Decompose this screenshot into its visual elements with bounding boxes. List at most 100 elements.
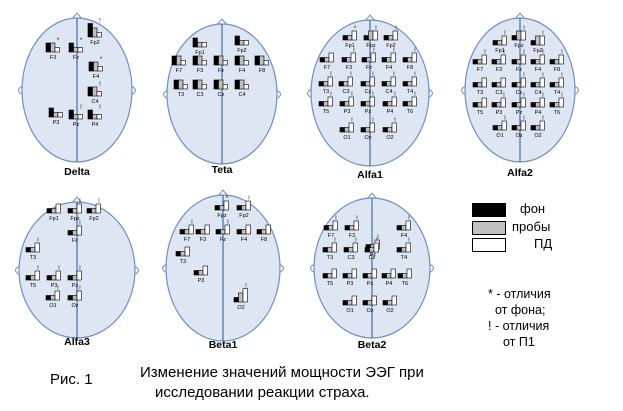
bar-background <box>342 300 348 306</box>
bar-pd <box>201 60 207 66</box>
nose <box>364 14 376 22</box>
electrode-label: O1 <box>49 303 56 309</box>
electrode-t3: !T3 <box>322 238 337 261</box>
note-star-line2: от фона; <box>495 303 546 317</box>
bar-trial <box>241 205 247 211</box>
bar-trial <box>386 57 392 63</box>
nose <box>216 18 228 26</box>
electrode-label: P3 <box>198 278 205 284</box>
significance-mark: ! <box>523 116 525 122</box>
significance-mark: ! <box>372 72 374 78</box>
bar-background <box>363 35 369 41</box>
bar-trial <box>365 81 371 87</box>
bar-background <box>344 225 350 231</box>
bar-trial <box>348 247 354 253</box>
electrode-label: F7 <box>324 65 330 71</box>
bar-trial <box>259 55 265 66</box>
electrode-label: O2 <box>237 305 244 311</box>
head-title: Alfa1 <box>357 169 383 181</box>
electrode-pz: ! Pz <box>360 92 375 115</box>
bar-background <box>46 275 52 281</box>
bar-background <box>213 79 219 90</box>
electrode-c3: C3 <box>491 77 506 96</box>
bar-background <box>530 82 536 88</box>
bar-trial <box>178 79 184 90</box>
bar-pd <box>520 54 526 65</box>
bar-trial <box>535 125 541 131</box>
bar-trial <box>387 300 393 306</box>
significance-mark: ! <box>80 105 82 111</box>
electrode-label: Fp2 <box>239 213 248 219</box>
significance-mark: * <box>354 26 357 32</box>
bar-pd <box>539 54 545 65</box>
bar-background <box>322 247 328 253</box>
electrode-label: Fz <box>366 65 372 71</box>
electrode-f8: !F8 <box>402 48 417 71</box>
bar-trial <box>51 275 57 281</box>
bar-trial <box>386 81 392 87</box>
significance-mark: ! <box>355 238 357 244</box>
significance-mark: ! <box>523 26 525 32</box>
electrode-o1: O1 <box>342 295 357 314</box>
bar-background <box>88 61 94 72</box>
electrode-label: Fp1 <box>49 216 58 222</box>
bar-trial <box>535 35 541 46</box>
bar-pd <box>539 120 545 131</box>
significance-mark: ! <box>372 92 374 98</box>
electrode-label: Cz <box>516 90 523 96</box>
bar-trial <box>327 273 333 279</box>
bar-trial <box>92 27 98 38</box>
significance-mark: * <box>80 38 83 44</box>
bar-trial <box>344 127 350 133</box>
bar-background <box>322 273 328 279</box>
electrode-label: Pz <box>365 109 372 115</box>
bar-pd <box>353 220 359 231</box>
bar-background <box>491 102 497 108</box>
electrode-f4: F4 <box>234 55 249 74</box>
electrode-p3: P3 <box>193 265 208 284</box>
bar-background <box>511 82 517 88</box>
electrode-label: P3 <box>347 281 354 287</box>
significance-mark: * <box>100 57 103 63</box>
bar-trial <box>516 82 522 88</box>
electrode-label: P4 <box>535 110 542 116</box>
nose <box>366 192 378 200</box>
bar-background <box>382 101 388 107</box>
bar-trial <box>402 273 408 279</box>
electrode-o2: !O2 <box>382 118 397 141</box>
nose <box>514 12 526 20</box>
bar-background <box>68 109 74 120</box>
electrode-label: T5 <box>30 283 36 289</box>
bar-pd <box>352 242 358 253</box>
bar-background <box>67 208 73 214</box>
electrode-label: O2 <box>386 135 393 141</box>
bar-background <box>549 82 555 88</box>
electrode-t3: T3 <box>175 246 190 265</box>
significance-mark: ! <box>408 238 410 244</box>
bar-background <box>179 229 185 235</box>
bar-background <box>323 225 329 231</box>
significance-mark: ! <box>523 93 525 99</box>
electrode-t5: !T5 <box>318 92 333 115</box>
significance-mark: ! <box>523 73 525 79</box>
electrode-label: Fp1 <box>495 48 504 54</box>
bar-pd <box>331 268 337 279</box>
bar-background <box>472 59 478 65</box>
electrode-label: F7 <box>176 68 182 74</box>
electrode-label: P3 <box>496 110 503 116</box>
electrode-label: O1 <box>343 135 350 141</box>
bar-pd <box>57 112 63 118</box>
electrode-label: C3 <box>347 255 354 261</box>
electrode-oz: !Oz <box>67 286 82 309</box>
bar-background <box>402 81 408 87</box>
significance-mark: ! <box>523 50 525 56</box>
note-star-line1: * - отличия <box>488 287 551 301</box>
electrode-label: Pz <box>367 281 374 287</box>
electrode-label: T4 <box>554 90 560 96</box>
bar-trial <box>367 273 373 279</box>
bar-trial <box>197 42 203 48</box>
bar-background <box>530 40 536 46</box>
nose <box>217 189 229 197</box>
electrode-p4: P4 <box>381 268 396 287</box>
